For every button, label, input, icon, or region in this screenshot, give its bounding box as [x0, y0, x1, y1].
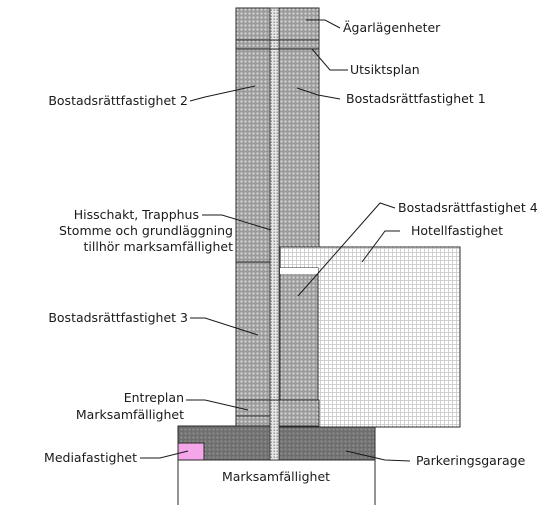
leader-agarlagenheter — [306, 19, 341, 29]
label-bostadsratt1: Bostadsrättfastighet 1 — [346, 91, 486, 106]
label-utsiktsplan: Utsiktsplan — [350, 62, 420, 77]
leader-mediafastighet — [140, 450, 189, 459]
label-agarlagenheter: Ägarlägenheter — [343, 20, 441, 35]
leader-entreplan — [186, 399, 249, 411]
hisschakt-shaft — [269, 7, 280, 461]
label-entreplan: Entreplan — [124, 390, 184, 405]
label-bostadsratt3: Bostadsrättfastighet 3 — [48, 310, 188, 325]
label-parkeringsgarage: Parkeringsgarage — [416, 453, 526, 468]
label-mediafastighet: Mediafastighet — [44, 450, 137, 465]
leader-bostadsratt2 — [189, 85, 256, 102]
label-marksamf-entre: Marksamfällighet — [76, 407, 184, 422]
label-hotell: Hotellfastighet — [411, 223, 503, 238]
tower-left — [235, 7, 271, 427]
label-bostadsratt2: Bostadsrättfastighet 2 — [48, 93, 188, 108]
tower-right-lower — [278, 399, 320, 427]
leader-bostadsratt1 — [296, 87, 341, 100]
mediafastighet-block — [177, 442, 205, 461]
leader-parkeringsgarage — [345, 450, 411, 462]
leader-hiss — [202, 214, 272, 231]
leader-hotell — [361, 230, 400, 263]
label-hiss-line3: tillhör marksamfällighet — [84, 239, 234, 254]
label-hiss-line2: Stomme och grundläggning — [59, 223, 233, 238]
bostadsratt4-top — [280, 268, 318, 274]
tower-right — [278, 7, 320, 248]
leader-utsiktsplan — [311, 48, 348, 71]
label-bostadsratt4: Bostadsrättfastighet 4 — [398, 200, 538, 215]
leader-bostadsratt4 — [297, 202, 396, 297]
leader-bostadsratt3 — [190, 317, 259, 336]
label-marksamf-ground: Marksamfällighet — [222, 469, 330, 484]
label-hiss-line1: Hisschakt, Trapphus — [74, 207, 199, 222]
